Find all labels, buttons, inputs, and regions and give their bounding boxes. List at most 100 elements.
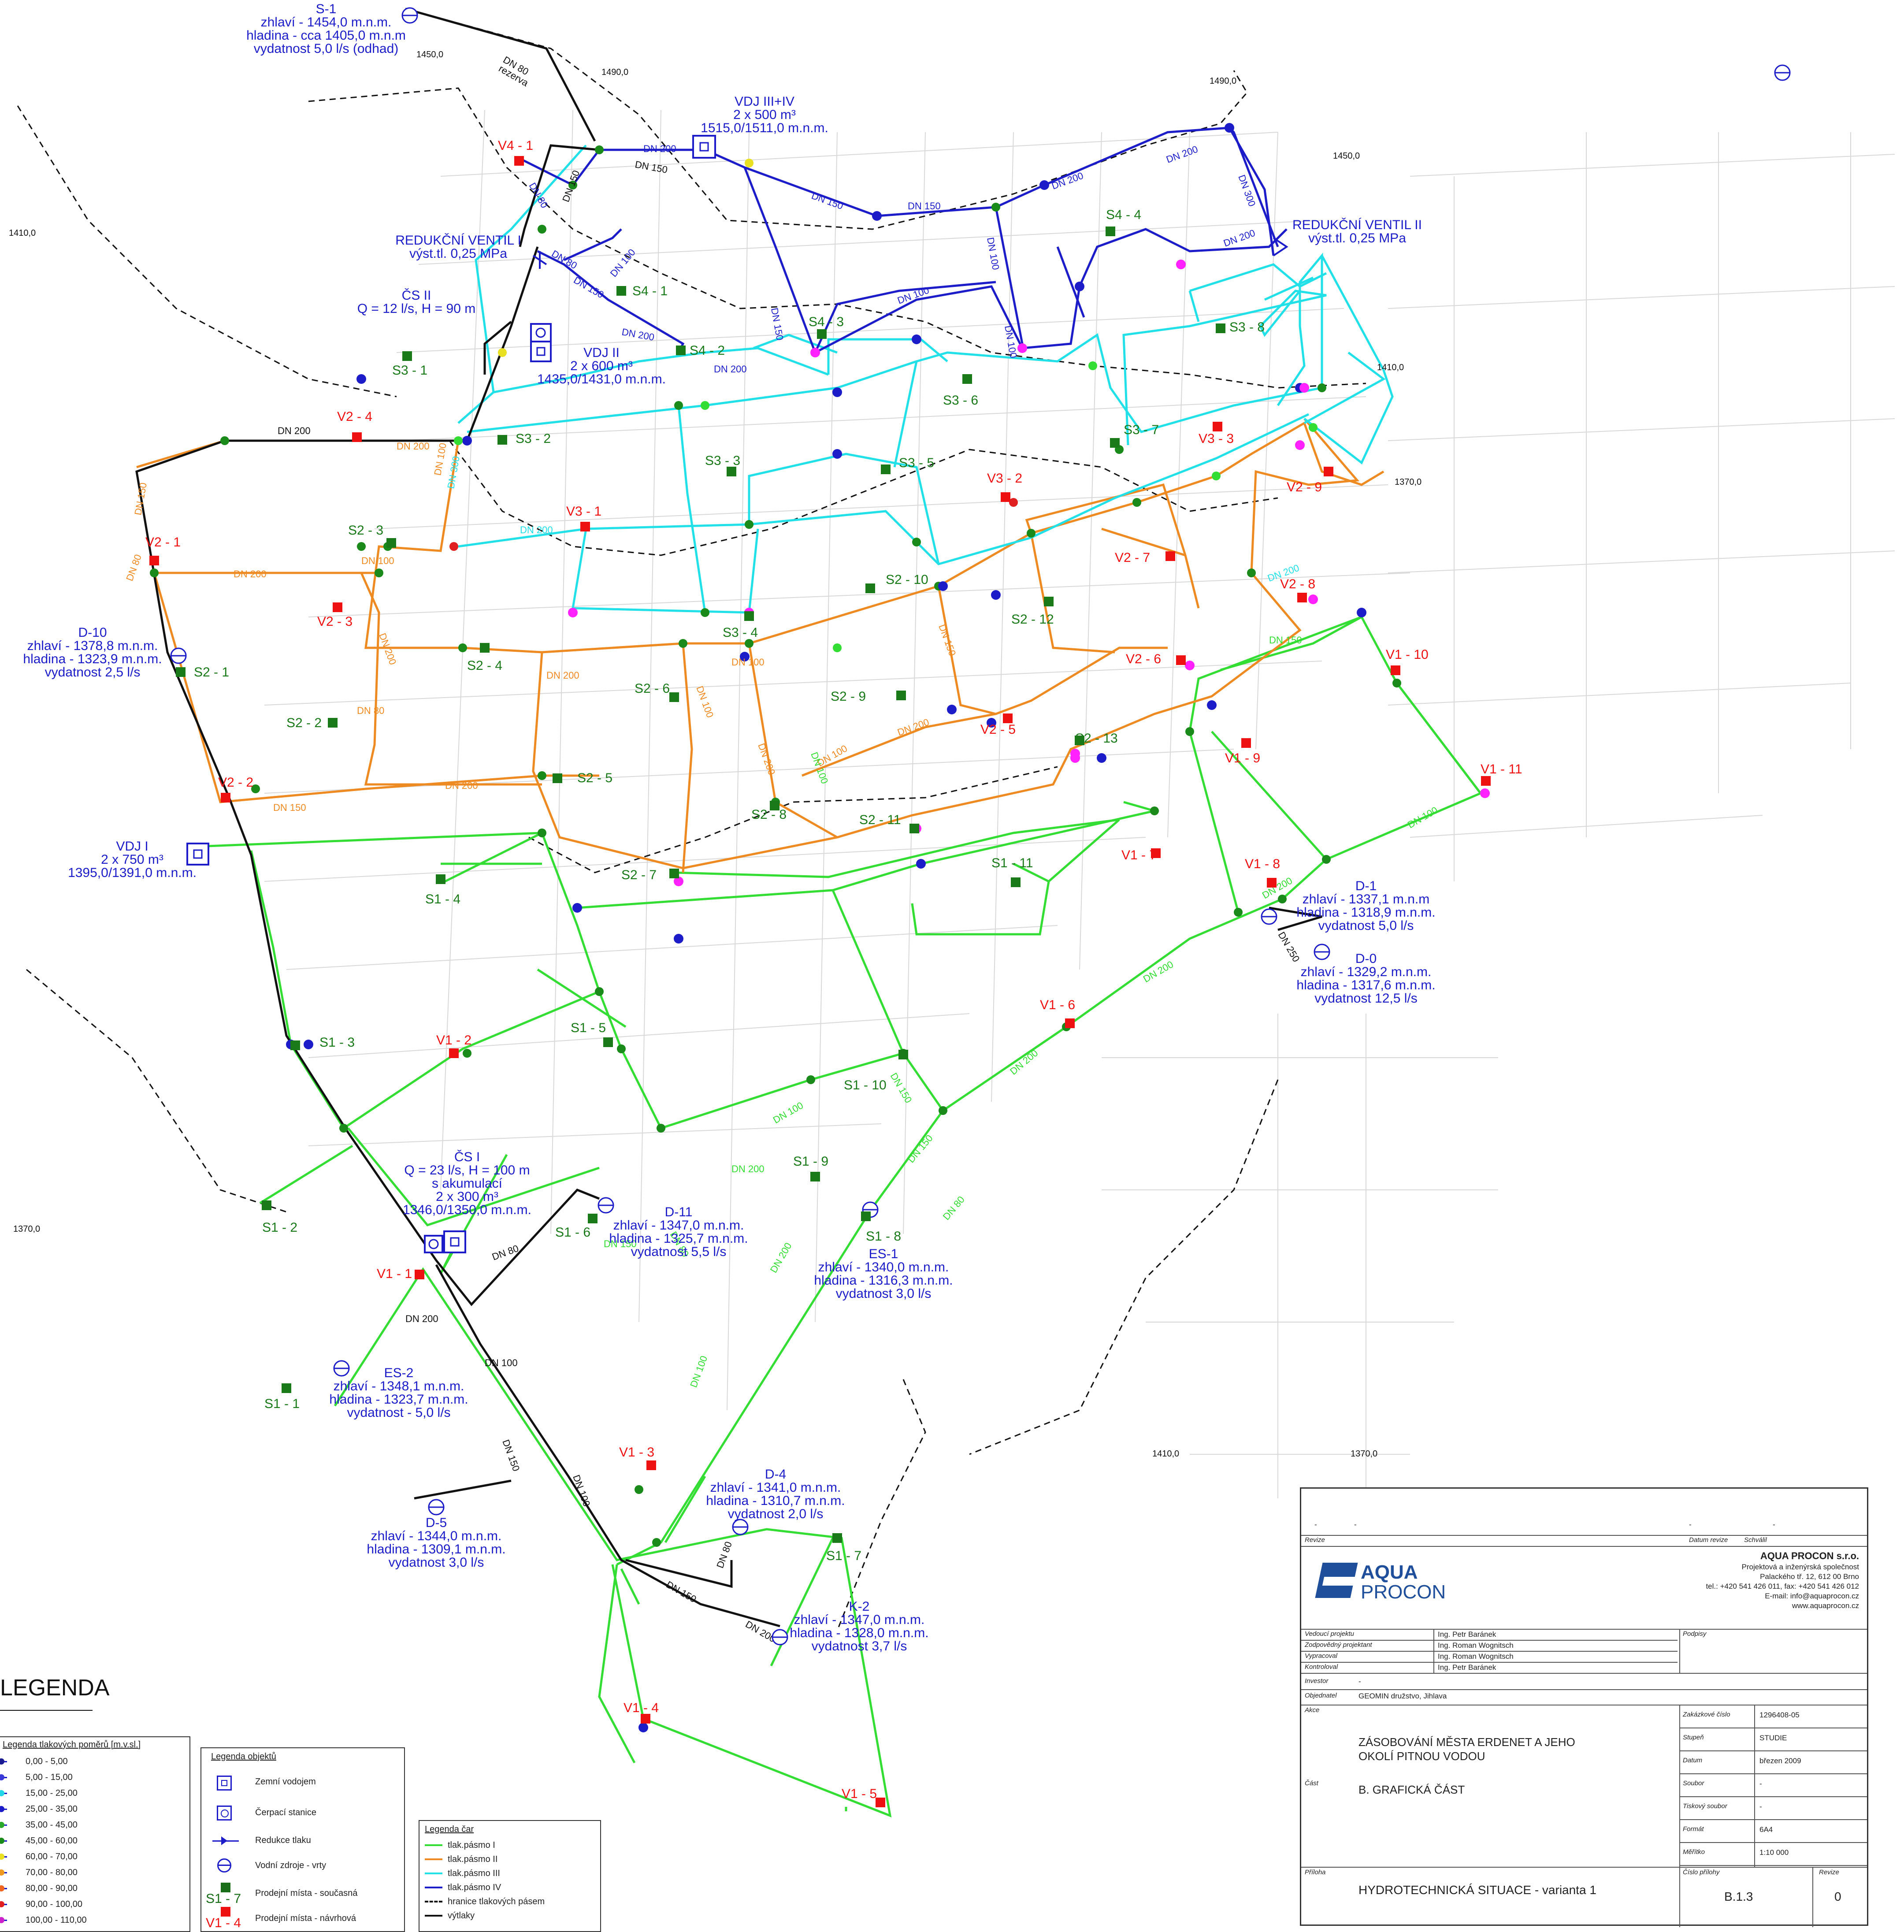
outlet-label: V2 - 8	[1280, 577, 1315, 591]
proposed-outlet-icon	[221, 1907, 230, 1917]
akce-label: Akce	[1305, 1706, 1320, 1714]
rising-mains	[135, 7, 1322, 1627]
outlet-label: V2 - 5	[980, 722, 1016, 737]
outlet-marker	[221, 793, 230, 803]
outlet-label: V2 - 2	[218, 775, 253, 790]
outlet-marker	[402, 351, 412, 361]
contour-label: 1370,0	[13, 1224, 40, 1234]
revize-value: -	[1314, 1520, 1317, 1529]
legend-pressure-title: Legenda tlakových poměrů [m.v.sl.]	[3, 1740, 141, 1750]
pipe-label: DN 150	[769, 307, 786, 342]
pipe-label: DN 80	[490, 1243, 520, 1263]
pipe-label: DN 200	[1260, 875, 1294, 901]
pipe-label: DN 300	[1236, 173, 1258, 208]
titleblock-field-label: Tiskový soubor	[1683, 1802, 1727, 1810]
role-label: Zodpovědný projektant	[1305, 1641, 1372, 1649]
legend-objects: Legenda objektů S1 - 7 V1 - 4 Zemní vodo…	[200, 1747, 405, 1932]
outlet-label: S1 - 10	[844, 1078, 887, 1092]
outlet-marker	[514, 156, 524, 166]
well-icons	[170, 7, 1791, 1646]
outlet-label: S3 - 6	[943, 393, 978, 408]
existing-outlets: S4 - 1S4 - 2S4 - 3S4 - 4S3 - 1S3 - 2S3 -…	[176, 208, 1265, 1563]
revize-number-label: Revize	[1819, 1869, 1839, 1876]
outlet-label: S1 - 11	[991, 856, 1033, 870]
pipe-label: DN 100	[771, 1100, 805, 1126]
outlet-label: S3 - 3	[705, 453, 740, 468]
contour-label: 1410,0	[9, 228, 36, 238]
outlet-label: S1 - 4	[425, 892, 460, 907]
outlet-label: S3 - 4	[723, 625, 758, 640]
pressure-range-row: 45,00 - 60,00	[0, 1834, 78, 1847]
existing-outlet-icon	[221, 1883, 230, 1892]
pipe-label: DN 150	[888, 1071, 914, 1105]
pressure-zone-boundaries	[17, 8, 1366, 1631]
line-legend-row: hranice tlakových pásem	[425, 1895, 545, 1908]
pipe-label: DN 100	[985, 237, 1002, 271]
pipe-label: DN 200	[731, 1163, 765, 1174]
outlet-label: S2 - 11	[859, 813, 901, 827]
pipe-label: DN 150	[132, 482, 149, 516]
outlet-marker	[328, 718, 338, 728]
role-label: Kontroloval	[1305, 1663, 1338, 1671]
outlet-marker	[669, 869, 679, 878]
outlet-marker	[1213, 422, 1222, 431]
outlet-marker	[352, 432, 362, 442]
outlet-label: S1 - 8	[866, 1229, 901, 1244]
outlet-label: V3 - 1	[566, 504, 601, 519]
outlet-label: V2 - 3	[317, 614, 353, 629]
outlet-label: V1 - 2	[436, 1033, 471, 1048]
role-name: Ing. Roman Wognitsch	[1438, 1641, 1514, 1650]
outlet-label: V1 - 10	[1386, 647, 1429, 662]
pipe-label: DN 100	[694, 684, 716, 719]
outlet-marker	[290, 1040, 300, 1050]
outlet-marker	[282, 1383, 291, 1393]
well-icon	[217, 1858, 231, 1873]
outlet-label: V1 - 1	[377, 1267, 412, 1281]
outlet-marker	[553, 773, 562, 783]
outlet-label: V1 - 3	[619, 1445, 654, 1460]
outlet-marker	[1481, 776, 1491, 786]
outlet-label: V3 - 3	[1199, 431, 1234, 446]
outlet-marker	[1065, 1018, 1075, 1028]
outlet-marker	[386, 538, 396, 548]
outlet-label: S2 - 9	[831, 689, 866, 704]
pressure-range-row: 80,00 - 90,00	[0, 1882, 78, 1895]
role-name: Ing. Petr Baránek	[1438, 1630, 1496, 1638]
pipe-label: DN 200	[714, 364, 747, 375]
outlet-marker	[1011, 877, 1021, 887]
pipe-label: DN 150	[273, 802, 306, 813]
company-web: www.aquaprocon.cz	[1792, 1601, 1859, 1610]
pipe-label: DN 150	[604, 1238, 637, 1249]
outlet-label: S2 - 13	[1075, 731, 1118, 746]
cast-value: B. GRAFICKÁ ČÁST	[1358, 1783, 1465, 1796]
outlet-label: S1 - 3	[319, 1035, 355, 1050]
outlet-label: S1 - 9	[793, 1154, 828, 1169]
pressure-range-row: 35,00 - 45,00	[0, 1818, 78, 1832]
pipe-label: DN 200	[397, 441, 430, 452]
zone-2-pipes	[136, 418, 1384, 873]
legend-underline	[0, 1710, 93, 1711]
outlet-label: S2 - 7	[621, 868, 657, 882]
legend-object-label: Prodejní místa - návrhová	[255, 1913, 356, 1923]
reservoir-icon	[217, 1776, 232, 1791]
line-legend-row: tlak.pásmo II	[425, 1853, 497, 1866]
outlet-label: S2 - 1	[194, 665, 229, 680]
pipe-label: DN 200	[621, 326, 655, 343]
proposed-outlet-sample: V1 - 4	[206, 1916, 241, 1930]
pressure-range-row: 25,00 - 35,00	[0, 1802, 78, 1816]
outlet-marker	[1267, 878, 1277, 888]
outlet-marker	[1075, 736, 1084, 745]
outlet-label: V4 - 1	[498, 138, 533, 153]
outlet-marker	[898, 1050, 908, 1059]
pipe-label: DN 80	[550, 248, 579, 271]
objednatel-label: Objednatel	[1305, 1692, 1337, 1699]
outlet-label: S2 - 5	[577, 771, 612, 785]
contour-label: 1410,0	[1377, 363, 1404, 372]
cislo-prilohy-label: Číslo přílohy	[1683, 1869, 1720, 1876]
